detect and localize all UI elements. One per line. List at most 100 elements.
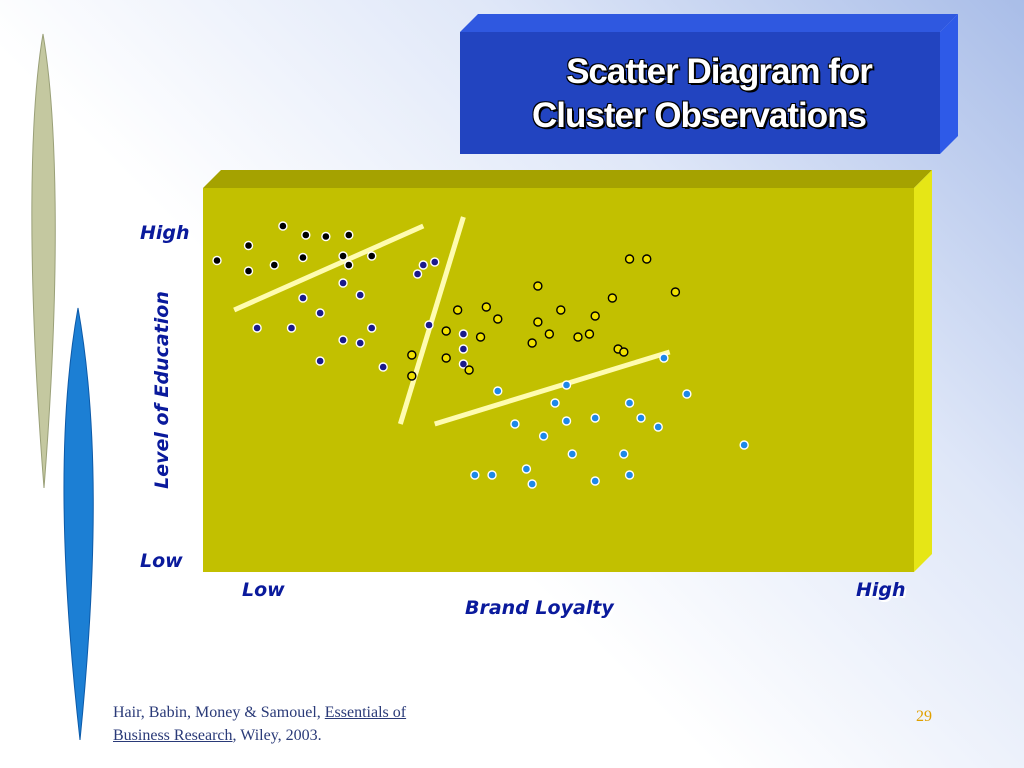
y-axis-tick-high: High [140, 222, 190, 244]
data-point-cluster-4-17 [636, 413, 646, 423]
cluster-separator-line-3 [434, 349, 671, 427]
data-point-cluster-4-13 [590, 413, 600, 423]
data-point-cluster-2-16 [458, 329, 469, 339]
data-points [212, 221, 749, 489]
data-point-cluster-4-21 [739, 440, 749, 450]
data-point-cluster-2-8 [355, 290, 365, 300]
data-point-cluster-4-1 [470, 470, 480, 480]
data-point-cluster-2-14 [418, 260, 428, 270]
plot-box-side-face [914, 170, 932, 572]
y-axis-tick-low: Low [140, 550, 183, 572]
title-box [460, 14, 958, 154]
data-point-cluster-4-10 [567, 449, 577, 459]
data-point-cluster-2-9 [367, 323, 377, 333]
x-axis-tick-high: High [856, 579, 906, 601]
slide-title-line-2: Cluster Observations [532, 96, 867, 135]
data-point-cluster-4-18 [653, 422, 663, 432]
data-point-cluster-1-1 [278, 221, 288, 231]
data-point-cluster-2-3 [298, 293, 308, 303]
data-point-cluster-2-15 [458, 359, 469, 369]
data-point-cluster-3-17 [590, 311, 600, 321]
plot-box-top-face [203, 170, 932, 188]
data-point-cluster-2-5 [338, 278, 348, 288]
data-point-cluster-1-5 [269, 260, 279, 270]
y-axis-label: Level of Education [151, 291, 173, 489]
decorative-leaf-shapes [31, 33, 94, 741]
data-point-cluster-3-20 [619, 347, 629, 357]
x-axis-tick-low: Low [242, 579, 285, 601]
data-point-cluster-1-9 [344, 230, 354, 240]
data-point-cluster-4-3 [493, 386, 503, 396]
data-point-cluster-1-10 [338, 251, 348, 261]
data-point-cluster-2-2 [286, 323, 297, 333]
data-point-cluster-3-8 [475, 332, 486, 342]
data-point-cluster-2-13 [430, 257, 440, 267]
data-point-cluster-3-22 [642, 254, 652, 264]
data-point-cluster-4-2 [487, 470, 497, 480]
data-point-cluster-3-4 [441, 326, 451, 336]
data-point-cluster-3-6 [464, 365, 474, 375]
data-point-cluster-4-7 [538, 431, 549, 441]
citation-book-title-2[interactable]: Business Research [113, 727, 233, 744]
data-point-cluster-2-10 [378, 362, 388, 372]
data-point-cluster-4-8 [550, 398, 560, 408]
cluster-separator-line-1 [233, 223, 425, 313]
data-point-cluster-3-11 [533, 317, 543, 327]
data-point-cluster-3-12 [533, 281, 543, 291]
data-point-cluster-3-2 [407, 371, 417, 381]
plot-area [203, 188, 914, 572]
citation-book-title-1[interactable]: Essentials of [324, 704, 407, 721]
title-box-side-face [940, 14, 958, 154]
x-axis-label: Brand Loyalty [465, 597, 614, 619]
data-point-cluster-3-3 [441, 353, 451, 363]
data-point-cluster-2-11 [412, 269, 423, 279]
data-point-cluster-3-5 [452, 305, 463, 315]
data-point-cluster-2-4 [315, 308, 325, 318]
data-point-cluster-4-11 [561, 380, 572, 390]
data-point-cluster-2-7 [355, 338, 365, 348]
cluster-separator-lines [233, 216, 671, 427]
data-point-cluster-4-5 [521, 464, 532, 474]
data-point-cluster-1-11 [367, 251, 377, 261]
title-box-front-face [460, 32, 940, 154]
data-point-cluster-3-23 [670, 287, 681, 297]
data-point-cluster-3-13 [556, 305, 566, 315]
data-point-cluster-2-6 [338, 335, 348, 345]
data-point-cluster-3-21 [624, 254, 635, 264]
data-point-cluster-4-20 [682, 389, 692, 399]
data-point-cluster-1-12 [344, 260, 354, 270]
beige-leaf-shape [31, 33, 56, 489]
data-point-cluster-3-9 [493, 314, 503, 324]
data-point-cluster-2-18 [315, 356, 325, 366]
data-point-cluster-4-15 [624, 398, 635, 408]
cluster-separator-line-2 [397, 216, 466, 425]
data-point-cluster-1-2 [243, 240, 254, 251]
citation: Hair, Babin, Money & Samouel, Essentials… [113, 701, 406, 747]
data-point-cluster-3-14 [544, 329, 555, 339]
citation-publisher: , Wiley, 2003. [232, 727, 322, 744]
citation-authors: Hair, Babin, Money & Samouel, [113, 704, 325, 721]
data-point-cluster-1-6 [301, 230, 311, 240]
data-point-cluster-1-7 [298, 252, 308, 263]
data-point-cluster-4-9 [561, 416, 572, 426]
data-point-cluster-3-10 [527, 338, 537, 348]
data-point-cluster-1-8 [321, 231, 331, 242]
data-point-cluster-2-1 [252, 323, 262, 333]
title-box-top-face [460, 14, 958, 32]
data-point-cluster-1-3 [212, 255, 222, 266]
data-point-cluster-3-1 [407, 350, 417, 360]
data-point-cluster-2-17 [458, 344, 469, 354]
blue-leaf-shape [63, 307, 94, 741]
data-point-cluster-4-16 [624, 470, 635, 480]
data-point-cluster-4-4 [510, 419, 520, 429]
slide-title-line-1: Scatter Diagram for [566, 52, 873, 91]
data-point-cluster-3-16 [584, 329, 595, 339]
data-point-cluster-4-19 [659, 353, 669, 363]
data-point-cluster-3-15 [573, 332, 583, 342]
data-point-cluster-4-12 [590, 476, 600, 486]
data-point-cluster-3-7 [481, 302, 492, 312]
data-point-cluster-4-14 [619, 449, 629, 459]
data-point-cluster-3-19 [607, 293, 618, 303]
data-point-cluster-1-4 [243, 266, 254, 276]
